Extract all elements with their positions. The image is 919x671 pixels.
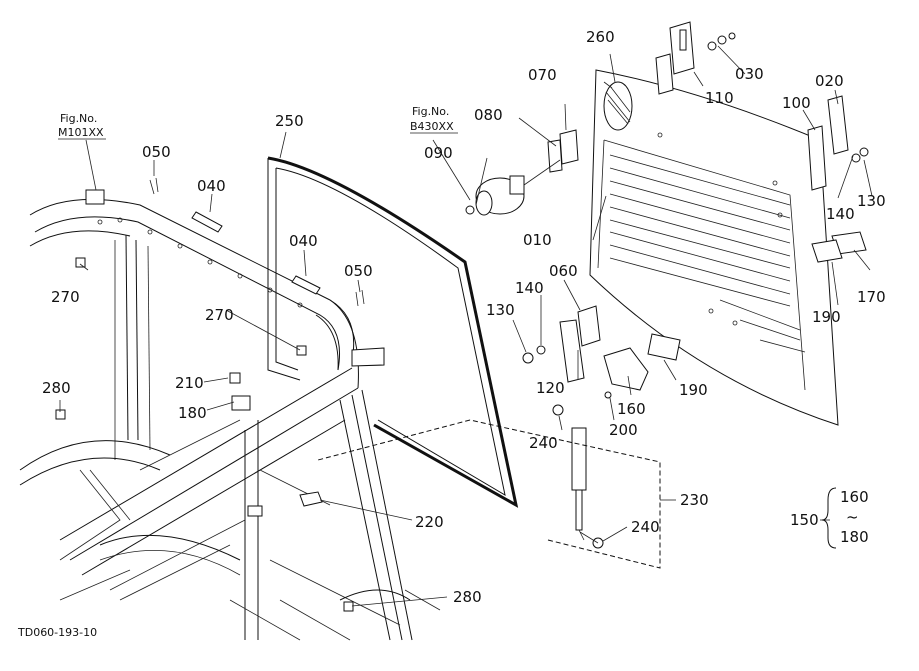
- fig-ref-line1: Fig.No.: [412, 105, 449, 118]
- hardware-parts: [55, 21, 869, 612]
- callout-240-lower: 240: [631, 518, 660, 536]
- callout-160: 160: [617, 400, 646, 418]
- callout-040-left: 040: [197, 177, 226, 195]
- callout-020: 020: [815, 72, 844, 90]
- range-note-tilde: ~: [846, 508, 859, 526]
- callout-060: 060: [549, 262, 578, 280]
- callout-050-center: 050: [344, 262, 373, 280]
- callout-190-center: 190: [679, 381, 708, 399]
- callout-140-left: 140: [515, 279, 544, 297]
- range-note-150: 150 160 ~ 180: [790, 487, 869, 549]
- callout-250: 250: [275, 112, 304, 130]
- callout-130-right: 130: [857, 192, 886, 210]
- callout-120: 120: [536, 379, 565, 397]
- callout-200: 200: [609, 421, 638, 439]
- callout-190-right: 190: [812, 308, 841, 326]
- callout-270-center: 270: [205, 306, 234, 324]
- callout-070: 070: [528, 66, 557, 84]
- callout-210: 210: [175, 374, 204, 392]
- range-note-from: 160: [840, 488, 869, 506]
- drawing-code: TD060-193-10: [17, 626, 97, 639]
- callout-130-left: 130: [486, 301, 515, 319]
- callout-090: 090: [424, 144, 453, 162]
- callout-280-upper: 280: [42, 379, 71, 397]
- cab-frame: [19, 189, 441, 641]
- fig-ref-line1: Fig.No.: [60, 112, 97, 125]
- fig-ref-line2: B430XX: [410, 120, 454, 133]
- fig-reference-m101xx: Fig.No. M101XX: [58, 112, 106, 140]
- callout-010: 010: [523, 231, 552, 249]
- callout-260: 260: [586, 28, 615, 46]
- callout-110: 110: [705, 89, 734, 107]
- callout-280-lower: 280: [453, 588, 482, 606]
- callout-080: 080: [474, 106, 503, 124]
- callout-040-center: 040: [289, 232, 318, 250]
- leader-lines: [59, 45, 873, 607]
- callout-labels: 010 020 030 040 040 050 050 060 070 080 …: [42, 28, 886, 606]
- callout-270-left: 270: [51, 288, 80, 306]
- glass-weatherstrip-250: [267, 156, 519, 508]
- fig-ref-line2: M101XX: [58, 126, 104, 139]
- callout-220: 220: [415, 513, 444, 531]
- callout-140-right: 140: [826, 205, 855, 223]
- callout-100: 100: [782, 94, 811, 112]
- rear-glass-010: [589, 69, 839, 426]
- callout-230: 230: [680, 491, 709, 509]
- callout-050-left: 050: [142, 143, 171, 161]
- callout-240-upper: 240: [529, 434, 558, 452]
- callout-170: 170: [857, 288, 886, 306]
- callout-180: 180: [178, 404, 207, 422]
- range-note-label: 150: [790, 511, 819, 529]
- fig-reference-b430xx: Fig.No. B430XX: [410, 105, 458, 134]
- callout-030: 030: [735, 65, 764, 83]
- range-note-to: 180: [840, 528, 869, 546]
